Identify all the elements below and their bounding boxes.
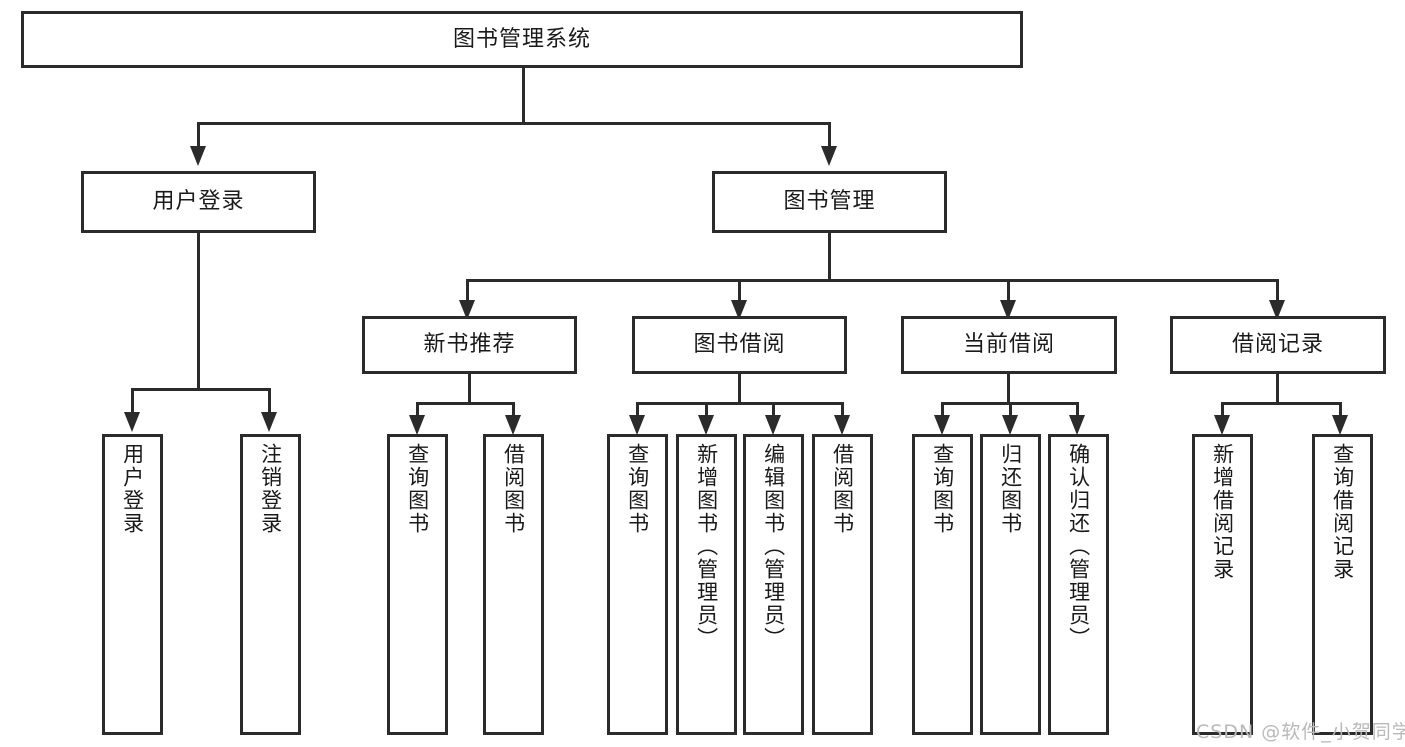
arrow-bookborrow-to-leaf2 [698,415,714,435]
watermark-csdn: CSDN @软件_小贺同学 [1196,721,1405,743]
arrow-login-to-leaf2 [261,412,277,432]
leaf-label: 新增图书（管理员） [694,443,719,650]
connector-bookmgmt-bus [466,279,1279,282]
arrow-login-to-leaf1 [124,412,140,432]
node-book-management[interactable]: 图书管理 [712,171,947,233]
arrow-currentborrow-to-leaf2 [1002,415,1018,435]
connector-root-stem [522,68,525,122]
connector-borrowrecord-to-leaf1 [1221,402,1224,419]
leaf-label: 归还图书 [998,443,1023,535]
arrow-borrowrecord-to-leaf1 [1214,415,1230,435]
arrow-currentborrow-to-leaf3 [1069,415,1085,435]
connector-bookmgmt-to-l3-3 [1007,279,1010,304]
connector-currentborrow-to-leaf1 [941,402,944,419]
connector-newbook-stem [468,374,471,404]
leaf-book-borrow-borrow[interactable]: 借阅图书 [812,434,873,735]
connector-bookborrow-stem [738,374,741,404]
leaf-label: 编辑图书（管理员） [761,443,786,650]
leaf-label: 查询图书 [930,443,955,535]
leaf-current-borrow-query[interactable]: 查询图书 [912,434,973,735]
leaf-current-borrow-return[interactable]: 归还图书 [980,434,1041,735]
node-user-login[interactable]: 用户登录 [81,171,316,233]
connector-bookmgmt-to-l3-2 [738,279,741,304]
node-borrow-record[interactable]: 借阅记录 [1170,316,1386,374]
arrow-bookmgmt-to-l3-3 [1000,300,1016,320]
leaf-new-book-borrow[interactable]: 借阅图书 [483,434,544,735]
node-label: 新书推荐 [423,332,516,358]
node-label: 图书管理系统 [452,26,591,52]
leaf-label: 用户登录 [120,443,145,535]
node-current-borrow[interactable]: 当前借阅 [901,316,1117,374]
arrow-newbook-to-leaf1 [409,415,425,435]
leaf-label: 查询图书 [405,443,430,535]
connector-newbook-bus [416,402,515,405]
arrow-bookborrow-to-leaf1 [629,415,645,435]
leaf-borrow-record-add[interactable]: 新增借阅记录 [1192,434,1253,735]
connector-newbook-to-leaf2 [512,402,515,419]
arrow-bookmgmt-to-l3-4 [1269,300,1285,320]
connector-newbook-to-leaf1 [416,402,419,419]
leaf-new-book-query[interactable]: 查询图书 [387,434,448,735]
leaf-label: 借阅图书 [830,443,855,535]
connector-borrowrecord-bus [1221,402,1342,405]
arrow-root-to-login [190,146,206,166]
leaf-label: 查询图书 [625,443,650,535]
node-label: 图书借阅 [693,332,786,358]
arrow-bookborrow-to-leaf4 [834,415,850,435]
leaf-current-borrow-confirm-return[interactable]: 确认归还（管理员） [1048,434,1109,735]
leaf-book-borrow-edit[interactable]: 编辑图书（管理员） [743,434,804,735]
node-label: 当前借阅 [962,332,1055,358]
leaf-user-login-login[interactable]: 用户登录 [102,434,163,735]
arrow-bookborrow-to-leaf3 [765,415,781,435]
connector-currentborrow-stem [1007,374,1010,404]
node-label: 图书管理 [783,189,876,215]
arrow-borrowrecord-to-leaf2 [1332,415,1348,435]
leaf-label: 新增借阅记录 [1210,443,1235,581]
arrow-bookmgmt-to-l3-1 [459,300,475,320]
arrow-root-to-bookmgmt [821,146,837,166]
connector-bookborrow-to-leaf1 [636,402,639,419]
connector-root-bus [197,122,831,125]
node-new-book-recommend[interactable]: 新书推荐 [362,316,577,374]
arrow-currentborrow-to-leaf1 [934,415,950,435]
node-label: 借阅记录 [1231,332,1324,358]
arrow-bookmgmt-to-l3-2 [731,300,747,320]
connector-currentborrow-to-leaf2 [1009,402,1012,419]
connector-borrowrecord-to-leaf2 [1339,402,1342,419]
leaf-label: 借阅图书 [501,443,526,535]
connector-currentborrow-to-leaf3 [1076,402,1079,419]
leaf-label: 查询借阅记录 [1330,443,1355,581]
leaf-label: 注销登录 [258,443,283,535]
connector-bookmgmt-to-l3-4 [1276,279,1279,304]
arrow-newbook-to-leaf2 [505,415,521,435]
connector-bookborrow-bus [636,402,844,405]
connector-bookborrow-to-leaf4 [841,402,844,419]
connector-root-to-bookmgmt [828,122,831,149]
connector-login-stem [197,233,200,390]
leaf-book-borrow-add[interactable]: 新增图书（管理员） [676,434,737,735]
connector-bookborrow-to-leaf3 [772,402,775,419]
node-book-borrow[interactable]: 图书借阅 [632,316,847,374]
connector-root-to-login [197,122,200,149]
leaf-book-borrow-query[interactable]: 查询图书 [607,434,668,735]
node-label: 用户登录 [152,189,245,215]
connector-login-bus [131,388,271,391]
node-root-system[interactable]: 图书管理系统 [21,11,1023,68]
connector-login-to-leaf2 [268,388,271,415]
leaf-label: 确认归还（管理员） [1066,443,1091,650]
leaf-borrow-record-query[interactable]: 查询借阅记录 [1312,434,1373,735]
connector-login-to-leaf1 [131,388,134,415]
connector-borrowrecord-stem [1276,374,1279,404]
leaf-user-login-logout[interactable]: 注销登录 [240,434,301,735]
connector-bookmgmt-to-l3-1 [466,279,469,304]
connector-bookmgmt-stem [828,233,831,281]
connector-bookborrow-to-leaf2 [705,402,708,419]
